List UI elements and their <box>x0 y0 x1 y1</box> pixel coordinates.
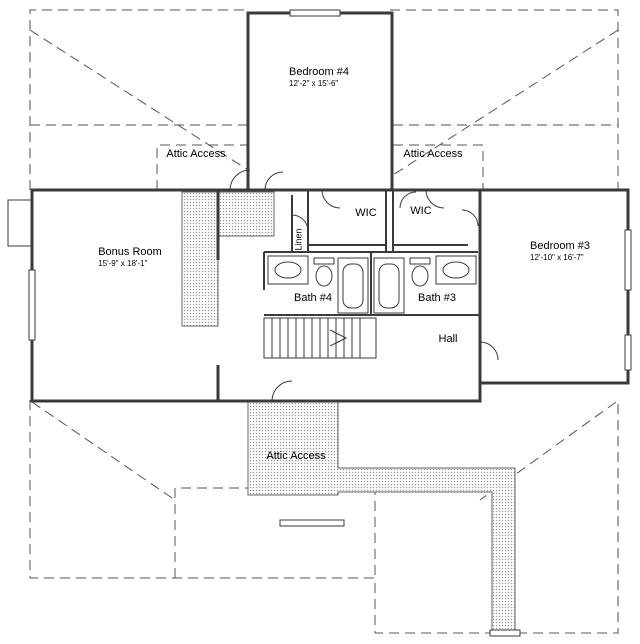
room-name: Bedroom #3 <box>530 240 590 252</box>
bath-fixtures <box>267 255 477 314</box>
door-swings <box>229 169 499 402</box>
room-name: Bedroom #4 <box>289 66 349 78</box>
attic-access-bottom: Attic Access <box>266 450 326 462</box>
room-dimensions: 12'-2" x 15'-6" <box>289 79 339 88</box>
room-dimensions: 15'-9" x 18'-1" <box>98 259 148 268</box>
room-bath-3: Bath #3 <box>418 292 456 304</box>
hatched-areas <box>181 191 516 634</box>
windows <box>28 9 632 637</box>
room-bath-4: Bath #4 <box>294 292 332 304</box>
room-hall: Hall <box>438 333 458 345</box>
stairs <box>263 317 377 359</box>
room-wic-left: WIC <box>355 207 377 219</box>
partitions <box>263 190 480 316</box>
room-linen: Linen <box>293 228 304 251</box>
roof-outline <box>29 9 619 634</box>
attic-access-right: Attic Access <box>403 148 463 160</box>
room-bedroom-3: Bedroom #3 12'-10" x 16'-7" <box>530 241 590 262</box>
room-wic-right: WIC <box>410 205 432 217</box>
room-name: Bonus Room <box>98 246 162 258</box>
room-bedroom-4: Bedroom #4 12'-2" x 15'-6" <box>289 67 349 88</box>
bump-out <box>7 199 32 247</box>
attic-access-left: Attic Access <box>166 148 226 160</box>
room-bonus-room: Bonus Room 15'-9" x 18'-1" <box>98 247 162 268</box>
room-dimensions: 12'-10" x 16'-7" <box>530 253 584 262</box>
